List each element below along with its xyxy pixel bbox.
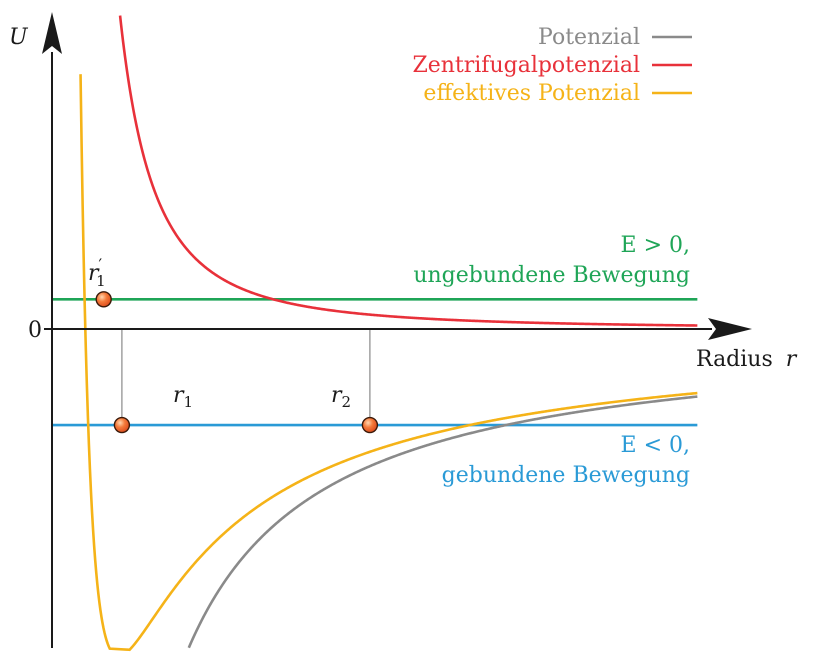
label-r1-prime-sub: 1 bbox=[96, 272, 106, 290]
energy-label-positive-title: E > 0, bbox=[621, 233, 690, 258]
curve-zentrifugalpotenzial bbox=[118, 15, 698, 327]
point-r1-prime bbox=[95, 291, 112, 308]
x-axis-arrow bbox=[708, 318, 752, 340]
legend-label-zentrifugalpotenzial: Zentrifugalpotenzial bbox=[412, 53, 640, 78]
label-r1-main: r bbox=[173, 383, 185, 408]
x-axis-label-text: Radius bbox=[696, 347, 773, 372]
energy-label-positive-subtitle: ungebundene Bewegung bbox=[413, 263, 690, 288]
zero-label: 0 bbox=[28, 318, 42, 343]
energy-label-negative-subtitle: gebundene Bewegung bbox=[442, 463, 690, 488]
legend: Potenzial Zentrifugalpotenzial effektive… bbox=[412, 25, 692, 106]
label-r2: r2 bbox=[331, 383, 351, 411]
y-axis-arrow bbox=[42, 12, 62, 54]
y-axis-label: U bbox=[9, 25, 29, 50]
x-axis-label: Radius r bbox=[696, 347, 798, 372]
label-r1-prime-main: r bbox=[88, 261, 100, 286]
legend-label-effektives-potenzial: effektives Potenzial bbox=[423, 81, 640, 106]
point-r1 bbox=[113, 416, 131, 434]
energy-label-negative-title: E < 0, bbox=[621, 433, 690, 458]
label-r2-sub: 2 bbox=[342, 393, 352, 411]
curve-effektives-potenzial bbox=[79, 74, 698, 652]
label-r1: r1 bbox=[173, 383, 193, 411]
point-r2 bbox=[361, 416, 379, 434]
label-r2-main: r bbox=[331, 383, 343, 408]
x-axis-symbol: r bbox=[786, 347, 798, 372]
label-r1-prime-mark: ′ bbox=[99, 255, 103, 274]
label-r1-sub: 1 bbox=[184, 393, 194, 411]
legend-label-potenzial: Potenzial bbox=[538, 25, 640, 50]
curve-potenzial bbox=[187, 395, 698, 649]
label-r1-prime: r′1 bbox=[88, 255, 106, 290]
